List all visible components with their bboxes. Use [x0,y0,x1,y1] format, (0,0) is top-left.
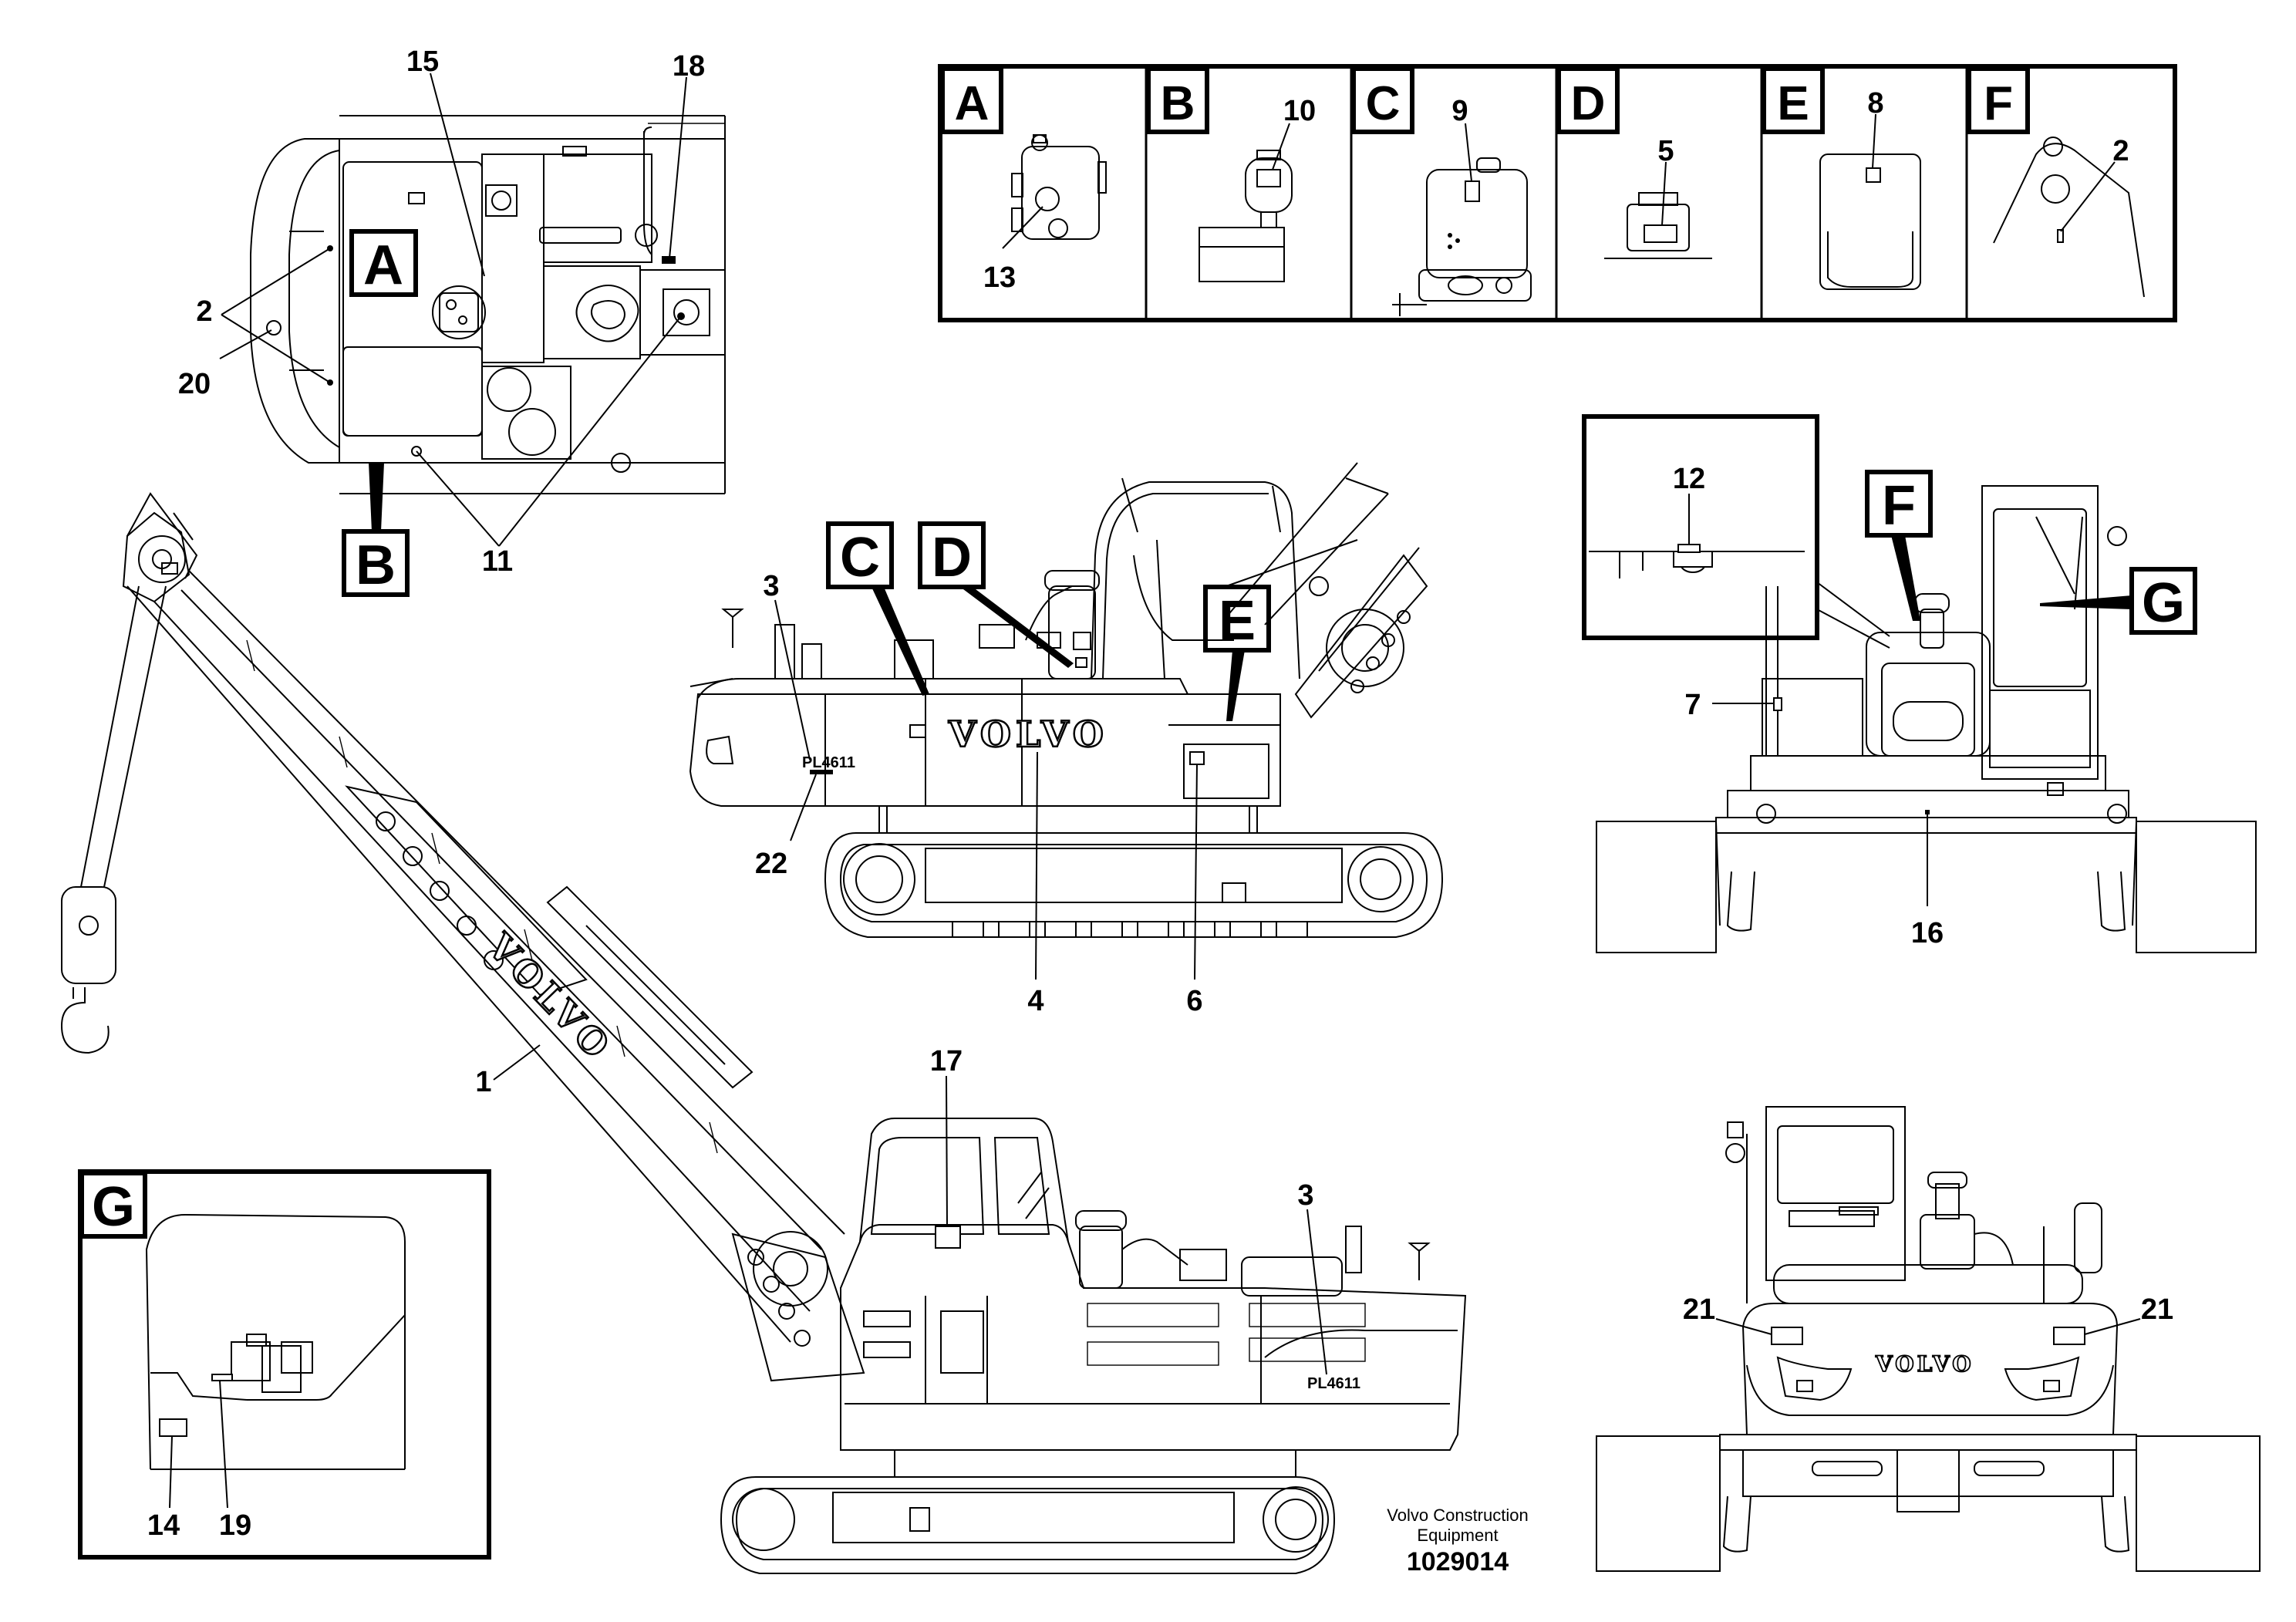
detail-g-cab-interior: G 14 19 [78,1169,491,1560]
rear-label-f: F [1882,475,1916,537]
detail-label-g: G [92,1176,135,1238]
callout-15: 15 [406,46,439,78]
callout-13: 13 [983,261,1016,294]
detail-f-bracket: 2 [1993,135,2145,298]
callout-20: 20 [178,368,211,400]
strip-label-b: B [1161,77,1195,130]
detail-strip-a-to-f: A B C D E F 13 [938,64,2177,322]
callout-3-cab-side: 3 [1297,1179,1313,1212]
callout-17: 17 [930,1045,963,1077]
detail-b-filter: 10 [1199,95,1316,282]
detail-d-cap: 5 [1604,135,1712,259]
callout-1: 1 [475,1066,491,1098]
callout-18: 18 [673,50,705,83]
callout-7: 7 [1684,689,1701,721]
brand-decal-boom: VOLVO [479,925,620,1069]
brand-decal-front: VOLVO [1875,1351,1974,1377]
side-view-cab-side: PL4611 17 3 [720,1045,1467,1574]
company-name-line1: Volvo Construction [1387,1506,1528,1525]
model-badge-cab-side: PL4611 [1307,1375,1360,1392]
callout-6: 6 [1186,985,1202,1017]
detail-label-b: B [356,534,396,596]
strip-label-d: D [1571,77,1606,130]
callout-5: 5 [1657,135,1674,167]
side-view-labels: C D E 3 22 4 6 [755,521,1271,1017]
callout-2-f: 2 [2112,135,2129,167]
brand-decal-side: VOLVO [948,713,1108,755]
callout-14: 14 [147,1509,180,1542]
callout-16: 16 [1911,917,1944,949]
callout-21-left: 21 [1683,1293,1715,1326]
detail-a-tank: 13 [983,134,1107,294]
front-view: VOLVO 21 21 [1596,1106,2261,1572]
side-view-track-pads [952,921,1308,938]
callout-21-right: 21 [2141,1293,2173,1326]
title-block: Volvo Construction Equipment 1029014 [1387,1506,1528,1576]
strip-label-a: A [955,77,990,130]
callout-3-side: 3 [763,570,779,602]
detail-e-box: 8 [1819,87,1921,290]
main-boom: VOLVO 1 [60,492,865,1382]
company-name-line2: Equipment [1417,1526,1498,1545]
illustration-number: 1029014 [1407,1547,1509,1576]
detail-label-a: A [363,234,403,296]
callout-12: 12 [1673,463,1705,495]
callout-2-top: 2 [196,295,212,328]
rear-label-g: G [2142,572,2185,634]
callout-9: 9 [1451,95,1468,127]
side-view-upper: VOLVO PL4611 [689,462,1428,807]
callout-11: 11 [482,545,513,578]
callout-19: 19 [219,1509,251,1542]
callout-4: 4 [1027,985,1043,1017]
strip-label-c: C [1366,77,1401,130]
side-label-d: D [932,527,972,588]
model-badge-side: PL4611 [802,754,855,771]
callout-8: 8 [1867,87,1883,120]
side-view-grilles [1087,1303,1366,1366]
side-view-tracks [824,805,1444,938]
top-view-upper-structure: A B 15 18 2 20 11 [178,46,726,597]
callout-10: 10 [1283,95,1316,127]
detail-c-fuel-tank: 9 [1392,95,1532,316]
strip-label-e: E [1777,77,1809,130]
side-label-c: C [840,527,880,588]
side-label-e: E [1219,590,1256,652]
strip-label-f: F [1984,77,2013,130]
callout-22: 22 [755,848,787,880]
rear-view: F G 12 7 16 [1582,414,2257,953]
